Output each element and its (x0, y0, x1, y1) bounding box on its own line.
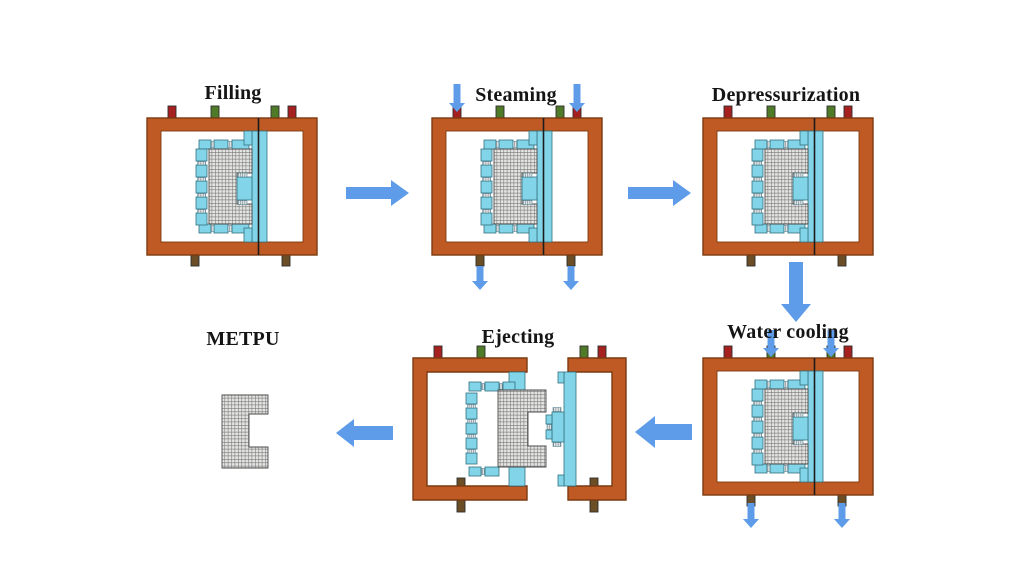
metpu-part (221, 394, 269, 469)
mold-depressurization (702, 105, 874, 267)
water-outlet-arrow (743, 503, 759, 528)
water-inlet-arrow (763, 330, 779, 357)
steam-outlet-arrow (563, 266, 579, 290)
arrow-water-cooling-to-ejecting (635, 416, 692, 448)
stage-label-ejecting: Ejecting (481, 326, 555, 348)
water-outlet-arrow (834, 503, 850, 528)
arrow-depressurization-to-water-cooling (781, 262, 811, 322)
mold-water-cooling (702, 345, 874, 507)
steam-outlet-arrow (472, 266, 488, 290)
steam-inlet-arrow (569, 84, 585, 112)
mold-filling (146, 105, 318, 267)
ejected-foam-part (497, 389, 547, 468)
stage-label-filling: Filling (204, 82, 262, 104)
stage-label-water-cooling: Water cooling (727, 321, 849, 343)
steam-inlet-arrow (449, 84, 465, 112)
mold-steaming (431, 105, 603, 267)
arrow-steaming-to-depressurization (628, 180, 691, 206)
water-inlet-arrow (823, 330, 839, 357)
arrow-filling-to-steaming (346, 180, 409, 206)
stage-label-metpu: METPU (206, 328, 280, 350)
stage-label-steaming: Steaming (475, 84, 557, 106)
arrow-ejecting-to-metpu (336, 419, 393, 447)
stage-label-depressurization: Depressurization (711, 84, 861, 106)
mold-ejecting-right-half (545, 345, 627, 513)
